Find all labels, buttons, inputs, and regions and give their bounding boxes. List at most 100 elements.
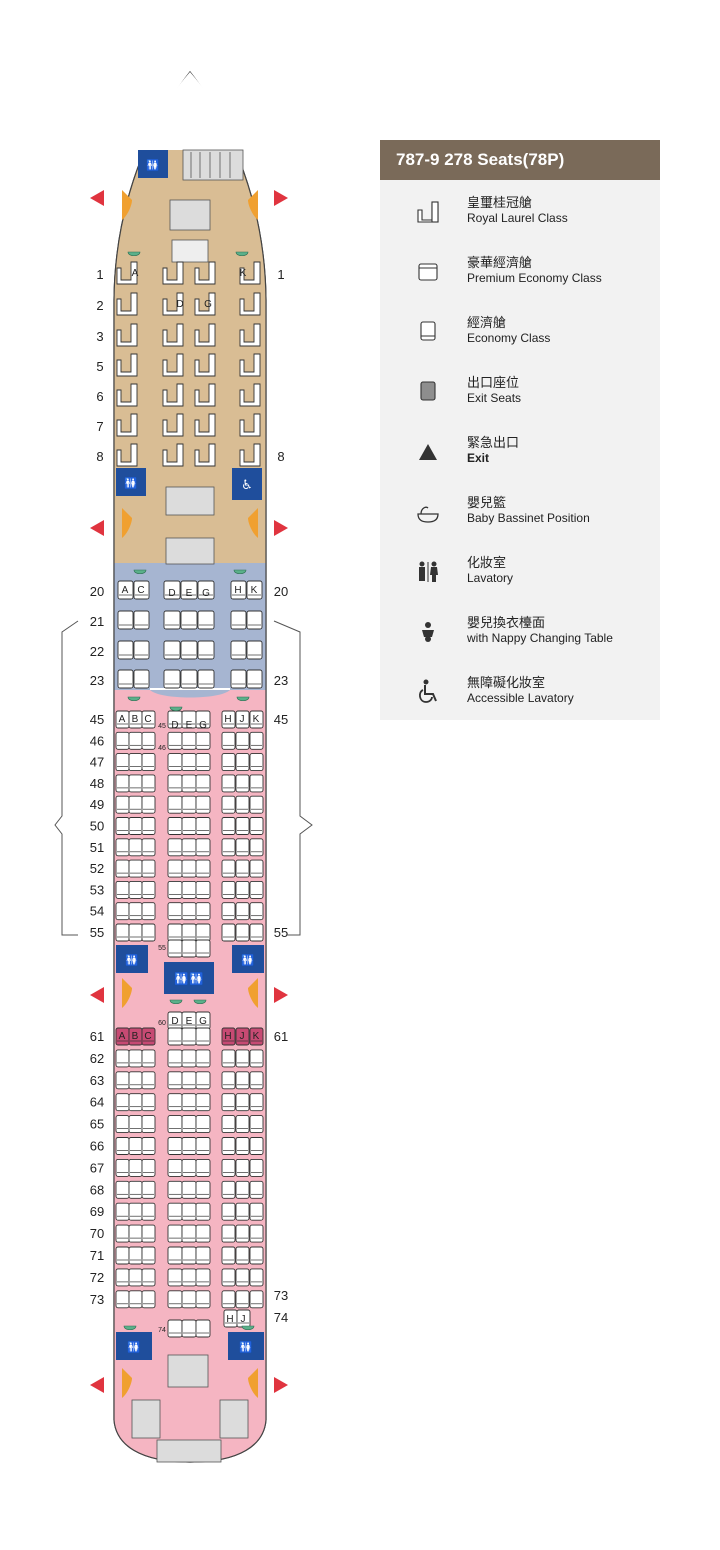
royal-laurel-seat[interactable] [116, 323, 138, 347]
economy-seat[interactable] [195, 880, 211, 899]
economy-seat[interactable] [195, 1246, 211, 1265]
economy-seat[interactable] [115, 1115, 130, 1134]
economy-seat[interactable] [115, 1158, 130, 1177]
premium-economy-seat[interactable] [230, 610, 247, 630]
economy-seat[interactable] [115, 1246, 130, 1265]
economy-seat[interactable] [141, 1202, 156, 1221]
economy-seat[interactable] [128, 1202, 143, 1221]
economy-seat[interactable] [115, 817, 130, 835]
royal-laurel-seat[interactable] [116, 353, 138, 377]
economy-seat[interactable] [115, 1137, 130, 1155]
economy-seat[interactable] [249, 1224, 264, 1243]
premium-economy-seat[interactable] [117, 610, 134, 630]
economy-seat[interactable] [221, 1137, 236, 1155]
royal-laurel-seat[interactable] [239, 323, 261, 347]
economy-seat[interactable] [235, 1158, 250, 1177]
economy-seat[interactable] [249, 774, 264, 793]
economy-seat[interactable] [167, 838, 183, 857]
economy-seat[interactable] [249, 1268, 264, 1287]
premium-economy-seat[interactable] [163, 640, 181, 660]
economy-seat[interactable] [141, 923, 156, 942]
economy-seat[interactable] [195, 838, 211, 857]
economy-seat[interactable] [195, 1049, 211, 1068]
economy-seat[interactable] [181, 1071, 197, 1090]
economy-seat[interactable] [181, 1319, 197, 1338]
economy-seat[interactable] [167, 902, 183, 921]
economy-seat[interactable] [128, 902, 143, 921]
economy-seat[interactable] [195, 939, 211, 958]
royal-laurel-seat[interactable] [194, 353, 216, 377]
premium-economy-seat[interactable] [163, 669, 181, 689]
economy-seat[interactable] [181, 1093, 197, 1112]
economy-seat[interactable] [195, 1115, 211, 1134]
economy-seat[interactable] [235, 795, 250, 814]
premium-economy-seat[interactable] [133, 580, 150, 600]
economy-seat[interactable] [235, 1115, 250, 1134]
economy-seat[interactable] [128, 817, 143, 835]
economy-seat[interactable] [235, 1093, 250, 1112]
royal-laurel-seat[interactable] [239, 353, 261, 377]
royal-laurel-seat[interactable] [162, 261, 184, 285]
economy-seat[interactable] [221, 1202, 236, 1221]
economy-seat[interactable] [128, 1268, 143, 1287]
economy-seat[interactable] [181, 731, 197, 750]
premium-economy-seat[interactable] [197, 580, 215, 600]
economy-seat[interactable] [235, 902, 250, 921]
economy-seat[interactable] [128, 1049, 143, 1068]
economy-seat[interactable] [181, 838, 197, 857]
premium-economy-seat[interactable] [133, 610, 150, 630]
economy-seat[interactable] [195, 774, 211, 793]
economy-seat[interactable] [221, 731, 236, 750]
premium-economy-seat[interactable] [246, 669, 263, 689]
economy-seat[interactable] [128, 880, 143, 899]
royal-laurel-seat[interactable] [239, 261, 261, 285]
economy-seat[interactable] [128, 1071, 143, 1090]
economy-seat[interactable] [167, 1246, 183, 1265]
economy-seat[interactable] [181, 1137, 197, 1155]
economy-seat[interactable] [141, 753, 156, 772]
economy-seat[interactable] [249, 923, 264, 942]
economy-seat[interactable] [221, 1246, 236, 1265]
premium-economy-seat[interactable] [163, 580, 181, 600]
economy-seat[interactable] [181, 859, 197, 878]
economy-seat[interactable] [195, 1224, 211, 1243]
royal-laurel-seat[interactable] [239, 413, 261, 437]
economy-seat[interactable] [115, 1268, 130, 1287]
economy-seat[interactable] [141, 1290, 156, 1309]
economy-seat[interactable] [235, 731, 250, 750]
economy-seat[interactable] [221, 923, 236, 942]
premium-economy-seat[interactable] [230, 669, 247, 689]
economy-seat[interactable] [235, 1268, 250, 1287]
economy-seat[interactable] [221, 817, 236, 835]
economy-seat[interactable] [181, 1158, 197, 1177]
economy-seat[interactable] [249, 1180, 264, 1199]
economy-seat[interactable] [249, 1137, 264, 1155]
economy-seat[interactable] [235, 753, 250, 772]
economy-seat[interactable] [167, 1290, 183, 1309]
economy-seat[interactable] [167, 1202, 183, 1221]
premium-economy-seat[interactable] [246, 580, 263, 600]
economy-seat[interactable] [141, 1268, 156, 1287]
economy-seat[interactable] [141, 795, 156, 814]
royal-laurel-seat[interactable] [162, 353, 184, 377]
premium-economy-seat[interactable] [246, 610, 263, 630]
economy-seat[interactable] [115, 1290, 130, 1309]
premium-economy-seat[interactable] [117, 669, 134, 689]
economy-seat[interactable] [167, 923, 183, 942]
economy-seat[interactable] [249, 1158, 264, 1177]
economy-seat[interactable] [167, 1115, 183, 1134]
economy-seat[interactable] [181, 1246, 197, 1265]
economy-seat[interactable] [235, 1224, 250, 1243]
economy-seat[interactable] [195, 817, 211, 835]
economy-seat[interactable] [128, 1224, 143, 1243]
economy-seat[interactable] [115, 753, 130, 772]
economy-seat[interactable] [195, 859, 211, 878]
economy-seat[interactable] [195, 753, 211, 772]
economy-seat[interactable] [249, 1093, 264, 1112]
royal-laurel-seat[interactable] [194, 383, 216, 407]
economy-seat[interactable] [221, 795, 236, 814]
premium-economy-seat[interactable] [163, 610, 181, 630]
economy-seat[interactable] [249, 1290, 264, 1309]
economy-seat[interactable] [235, 1180, 250, 1199]
royal-laurel-seat[interactable] [194, 292, 216, 316]
